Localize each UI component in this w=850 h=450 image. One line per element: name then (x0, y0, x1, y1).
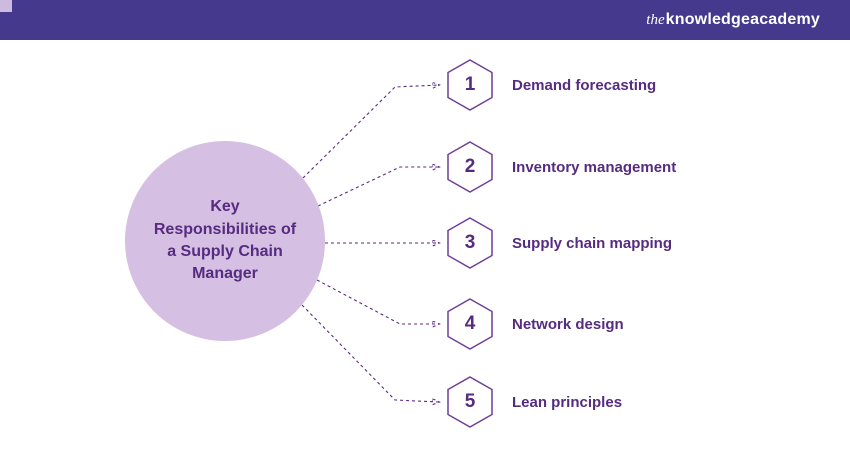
item-label: Lean principles (512, 393, 623, 411)
responsibility-item-3: 3 Supply chain mapping (447, 217, 672, 269)
hexagon-badge: 2 (447, 141, 493, 193)
hexagon-shape (447, 298, 493, 350)
item-number: 4 (464, 313, 476, 334)
responsibility-item-5: 5 Lean principles (447, 376, 622, 428)
diagram-title: Key Responsibilities of a Supply Chain M… (153, 198, 297, 283)
central-circle: Key Responsibilities of a Supply Chain M… (125, 141, 325, 341)
hexagon-badge: 4 (447, 298, 493, 350)
item-label: Network design (512, 315, 624, 333)
item-number: 5 (464, 391, 476, 412)
item-label: Inventory management (512, 158, 677, 176)
hexagon-badge: 1 (447, 59, 493, 111)
hexagon-shape (447, 59, 493, 111)
hexagon-badge: 5 (447, 376, 493, 428)
hexagon-shape (447, 217, 493, 269)
brand-logo-prefix: the (646, 11, 665, 28)
item-label: Supply chain mapping (512, 234, 673, 252)
brand-logo-name: knowledgeacademy (665, 11, 820, 28)
hexagon-shape (447, 376, 493, 428)
hexagon-shape (447, 141, 493, 193)
item-label: Demand forecasting (512, 76, 657, 94)
header-bar: the knowledgeacademy (0, 0, 850, 40)
corner-accent (0, 0, 12, 12)
item-number: 3 (464, 232, 476, 253)
item-number: 2 (464, 156, 476, 177)
responsibility-item-4: 4 Network design (447, 298, 624, 350)
responsibility-item-2: 2 Inventory management (447, 141, 676, 193)
hexagon-badge: 3 (447, 217, 493, 269)
brand-logo: the knowledgeacademy (646, 0, 820, 40)
item-number: 1 (464, 74, 476, 95)
responsibility-item-1: 1 Demand forecasting (447, 59, 656, 111)
